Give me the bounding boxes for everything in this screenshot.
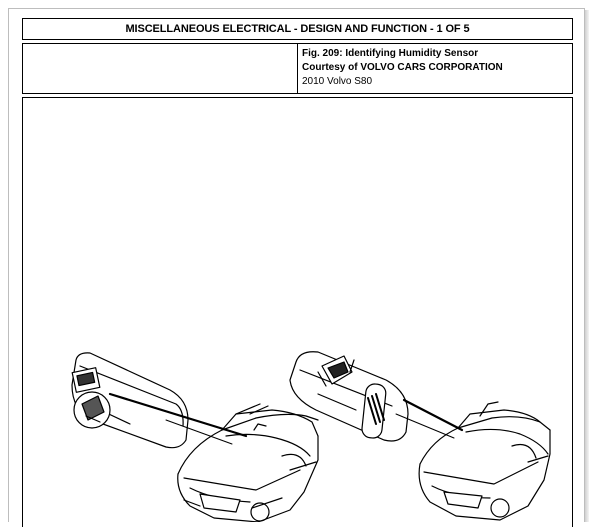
figure-courtesy: Courtesy of VOLVO CARS CORPORATION: [302, 62, 503, 73]
caption-empty-cell: [23, 44, 298, 93]
left-humidity-sensor: [71, 367, 111, 429]
right-car-front-view: [418, 401, 551, 521]
caption-text: Fig. 209: Identifying Humidity Sensor Co…: [302, 47, 503, 89]
page-shadow: [585, 10, 589, 522]
page-border: [8, 8, 585, 522]
left-car-front-view: [177, 403, 319, 522]
caption-box: Fig. 209: Identifying Humidity Sensor Co…: [22, 43, 573, 94]
figure-frame: [22, 97, 573, 527]
page-title: MISCELLANEOUS ELECTRICAL - DESIGN AND FU…: [22, 18, 573, 40]
right-humidity-sensor: [317, 355, 387, 439]
figure-vehicle: 2010 Volvo S80: [302, 76, 373, 87]
figure-caption: Fig. 209: Identifying Humidity Sensor: [302, 48, 479, 59]
